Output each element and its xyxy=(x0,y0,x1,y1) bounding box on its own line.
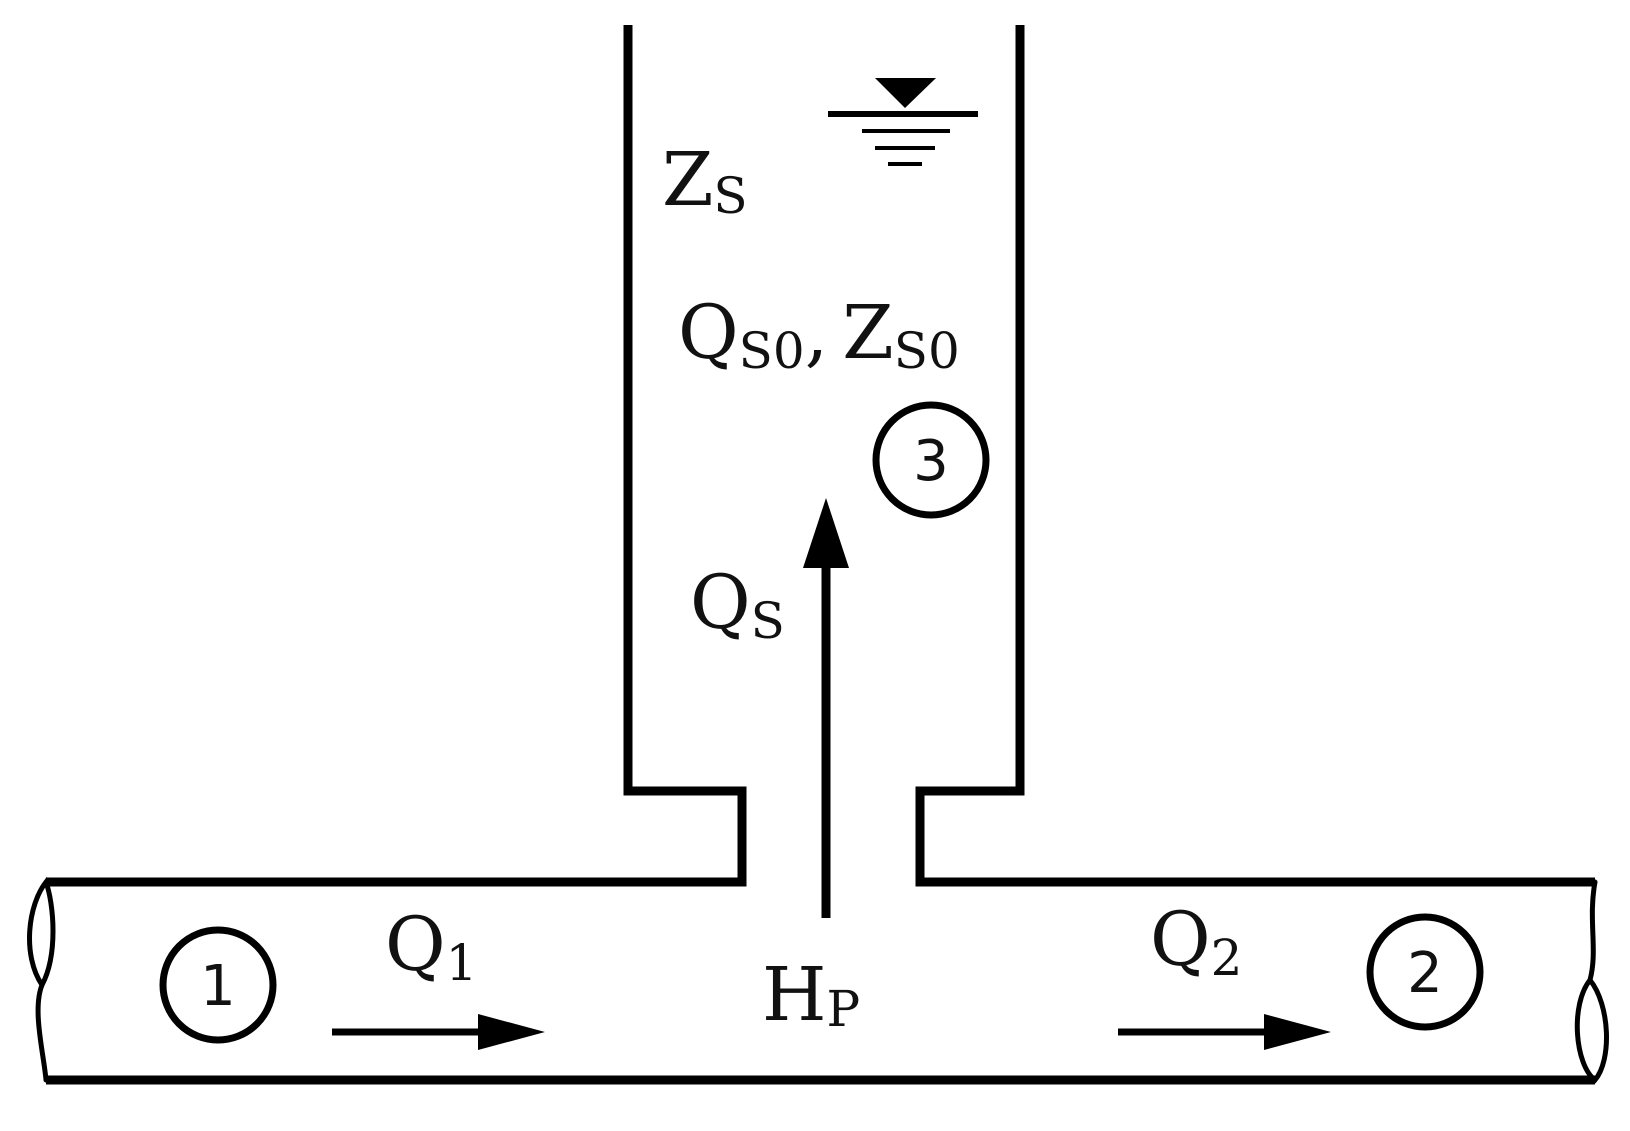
node-3: 3 xyxy=(872,401,990,519)
flow-arrow-icon xyxy=(332,1014,545,1050)
node-2: 2 xyxy=(1366,913,1484,1031)
tank-right-wall xyxy=(915,25,1595,887)
tank-left-wall xyxy=(46,25,747,887)
label-qs: QS xyxy=(690,560,785,650)
pipe-break-icon xyxy=(1574,879,1609,1084)
label-q2: Q2 xyxy=(1150,897,1242,987)
water-level-triangle-icon xyxy=(828,78,978,166)
node-1-label: 1 xyxy=(200,954,236,1019)
label-q1: Q1 xyxy=(385,902,477,992)
label-zs: ZS xyxy=(662,137,748,225)
label-hp: HP xyxy=(762,952,860,1038)
node-3-label: 3 xyxy=(913,429,949,494)
flow-arrow-icon xyxy=(1118,1014,1331,1050)
pipe-break-icon xyxy=(27,876,56,1083)
label-qs0-zs0: QS0,ZS0 xyxy=(678,290,960,380)
node-2-label: 2 xyxy=(1407,941,1443,1006)
tank-and-pipe-outline xyxy=(46,25,1595,1085)
flow-arrow-icon xyxy=(803,498,849,918)
node-1: 1 xyxy=(159,926,277,1044)
